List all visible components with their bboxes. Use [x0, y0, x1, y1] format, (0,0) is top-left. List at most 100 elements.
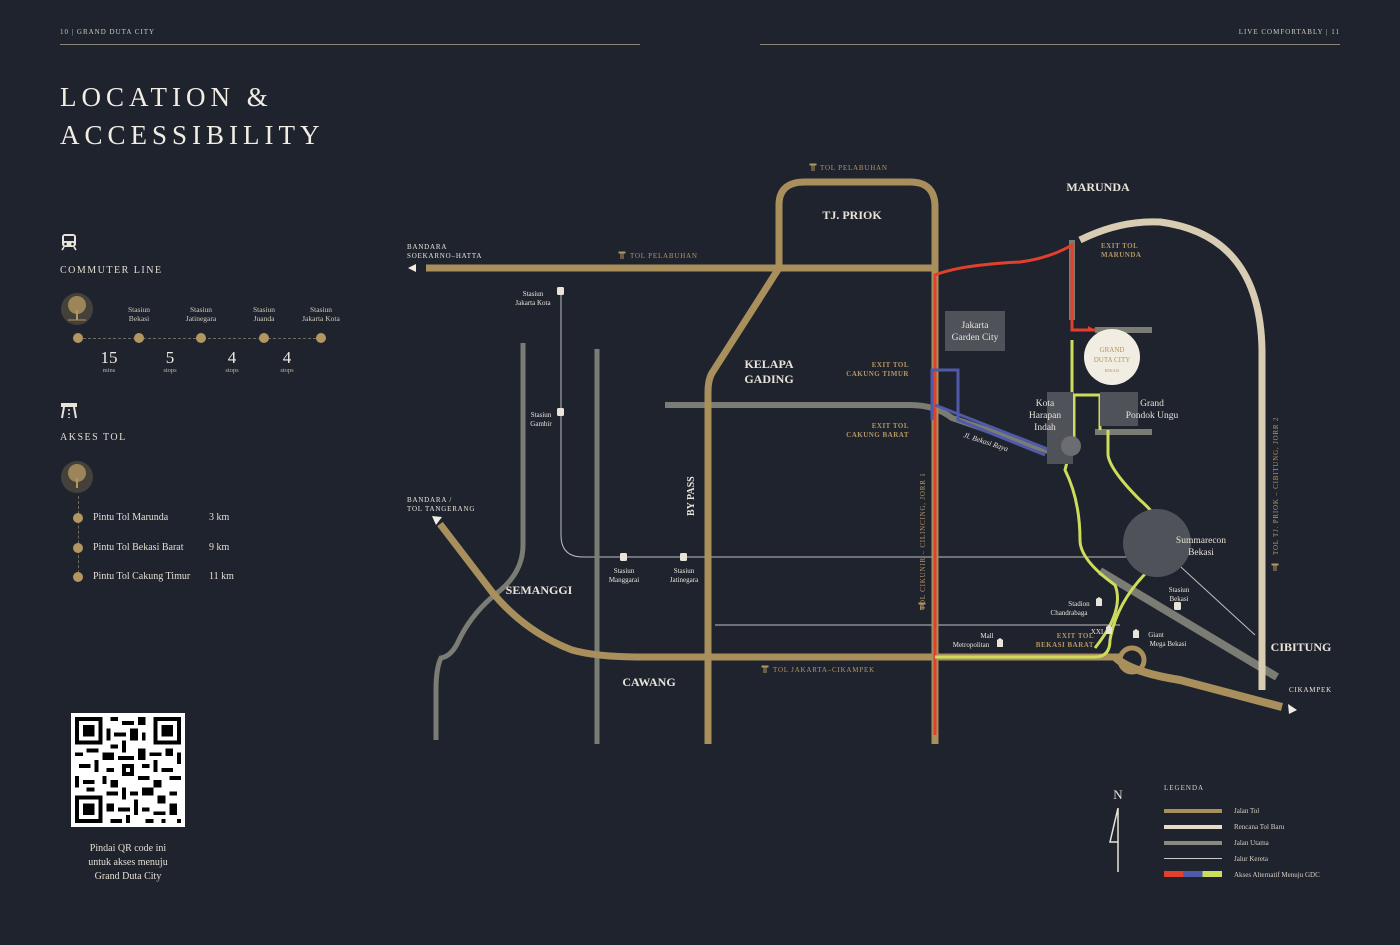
label-xxi: XXI	[1091, 628, 1104, 636]
commuter-dot-2	[196, 333, 206, 343]
label-exit-cakung-timur: EXIT TOL	[872, 361, 909, 369]
main-road-cibitung	[1097, 567, 1280, 681]
header-rule-right	[760, 44, 1340, 45]
distance-unit: stops	[280, 367, 294, 374]
building-icon	[1106, 625, 1112, 634]
page-title: LOCATION & ACCESSIBILITY	[60, 78, 325, 154]
label-tol-pelabuhan: TOL PELABUHAN	[630, 252, 698, 260]
train-station-icon	[557, 287, 564, 295]
rail-lines	[560, 295, 1256, 636]
label-tol-jakarta-cikampek: TOL JAKARTA–CIKAMPEK	[773, 666, 875, 674]
building-icon	[1096, 597, 1102, 606]
label-cawang: CAWANG	[622, 675, 675, 689]
arrow-east-icon	[1288, 704, 1297, 714]
label-station: Gambir	[530, 420, 552, 428]
label-station: Stasiun	[674, 567, 695, 575]
label-station: Jakarta Kota	[515, 299, 551, 307]
page-title-line1: LOCATION &	[60, 82, 273, 112]
distance-unit: stops	[163, 367, 177, 374]
label-stadion: Stadion	[1068, 600, 1090, 608]
label-giant: Giant	[1148, 631, 1164, 639]
commuter-dot-1	[134, 333, 144, 343]
label-cikampek: CIKAMPEK	[1289, 686, 1332, 694]
gdc-logo-text: DUTA CITY	[1094, 356, 1131, 364]
tree-logo-icon	[60, 292, 94, 331]
building-icon	[1133, 629, 1139, 638]
toll-jorr1	[775, 178, 939, 744]
tol-heading: AKSES TOL	[60, 432, 127, 443]
tree-logo-icon	[60, 460, 94, 499]
label-bandara-soetta: SOEKARNO–HATTA	[407, 252, 482, 260]
tol-item-dist: 3 km	[209, 512, 230, 523]
label-exit-cakung-barat: EXIT TOL	[872, 422, 909, 430]
grand-pondok-block	[1100, 392, 1138, 426]
label-exit-bekasi-barat: EXIT TOL	[1057, 632, 1094, 640]
label-tol-cikunir: TOL CIKUNIR – CILINCING, JORR 1	[919, 472, 927, 610]
legend-title: LEGENDA	[1164, 784, 1205, 792]
header-left: 10 | GRAND DUTA CITY	[60, 28, 156, 36]
train-icon	[60, 233, 78, 256]
distance-unit: mins	[102, 367, 116, 374]
label-giant: Mega Bekasi	[1150, 640, 1187, 648]
legend-label: Jalur Kereta	[1234, 855, 1269, 863]
label-cibitung: CIBITUNG	[1271, 640, 1332, 654]
train-station-icon	[620, 553, 627, 561]
distance-value: 15	[100, 348, 118, 367]
tol-line	[78, 496, 79, 578]
label-exit-marunda: EXIT TOL	[1101, 242, 1138, 250]
legend-swatch-main	[1164, 841, 1222, 845]
legend-label: Rencana Tol Baru	[1234, 823, 1285, 831]
label-bandara-tangerang: BANDARA /	[407, 496, 452, 504]
compass-north-label: N	[1113, 787, 1123, 802]
label-stadion: Chandrabaga	[1051, 609, 1089, 617]
distance-value: 4	[282, 348, 292, 367]
tol-item-name: Pintu Tol Marunda	[93, 512, 169, 523]
toll-gate-icon	[809, 163, 817, 171]
commuter-dot-3	[259, 333, 269, 343]
label-marunda: MARUNDA	[1066, 180, 1130, 194]
label-tj-priok: TJ. PRIOK	[822, 208, 882, 222]
toll-gate-icon	[618, 251, 626, 259]
gdc-logo-text: BEKASI	[1105, 368, 1120, 373]
qr-code[interactable]	[71, 713, 185, 827]
label-station: Stasiun	[531, 411, 552, 419]
legend-swatch-planned	[1164, 825, 1222, 829]
rail-line-main	[560, 295, 1256, 636]
label-mall: Mall	[980, 632, 993, 640]
distance-value: 5	[165, 348, 175, 367]
toll-gate-icon	[1271, 563, 1279, 571]
legend-label: Jalan Utama	[1234, 839, 1269, 847]
label-bandara-soetta: BANDARA	[407, 243, 447, 251]
toll-kelapa-gading	[704, 266, 782, 744]
commuter-dot-origin	[73, 333, 83, 343]
alt-route-red-arrow	[1088, 326, 1095, 330]
label-kelapa-gading: KELAPA	[744, 357, 793, 371]
label-grand-pondok-ungu: Pondok Ungu	[1126, 411, 1179, 421]
label-station: Manggarai	[609, 576, 639, 584]
label-mall: Metropolitan	[953, 641, 990, 649]
page-title-line2: ACCESSIBILITY	[60, 120, 325, 150]
label-station: Bekasi	[1169, 595, 1188, 603]
train-station-icon	[680, 553, 687, 561]
jakarta-garden-city-block	[945, 311, 1005, 351]
label-summarecon: Bekasi	[1188, 548, 1214, 558]
tol-dot	[73, 572, 83, 582]
arrow-northwest-icon	[432, 516, 442, 525]
tol-dot	[73, 513, 83, 523]
label-tol-tj-priok: TOL TJ. PRIOK – CIBITUNG, JORR 2	[1272, 417, 1280, 555]
toll-roads	[426, 178, 1284, 744]
commuter-heading: COMMUTER LINE	[60, 265, 163, 276]
tol-item-name: Pintu Tol Cakung Timur	[93, 571, 191, 582]
arrow-west-icon	[408, 264, 416, 272]
label-station: Stasiun	[523, 290, 544, 298]
label-kota-harapan: Harapan	[1029, 411, 1061, 421]
label-semanggi: SEMANGGI	[506, 583, 573, 597]
distance-value: 4	[227, 348, 237, 367]
legend-swatch-alt	[1164, 871, 1222, 877]
header-right: LIVE COMFORTABLY | 11	[1238, 28, 1340, 36]
